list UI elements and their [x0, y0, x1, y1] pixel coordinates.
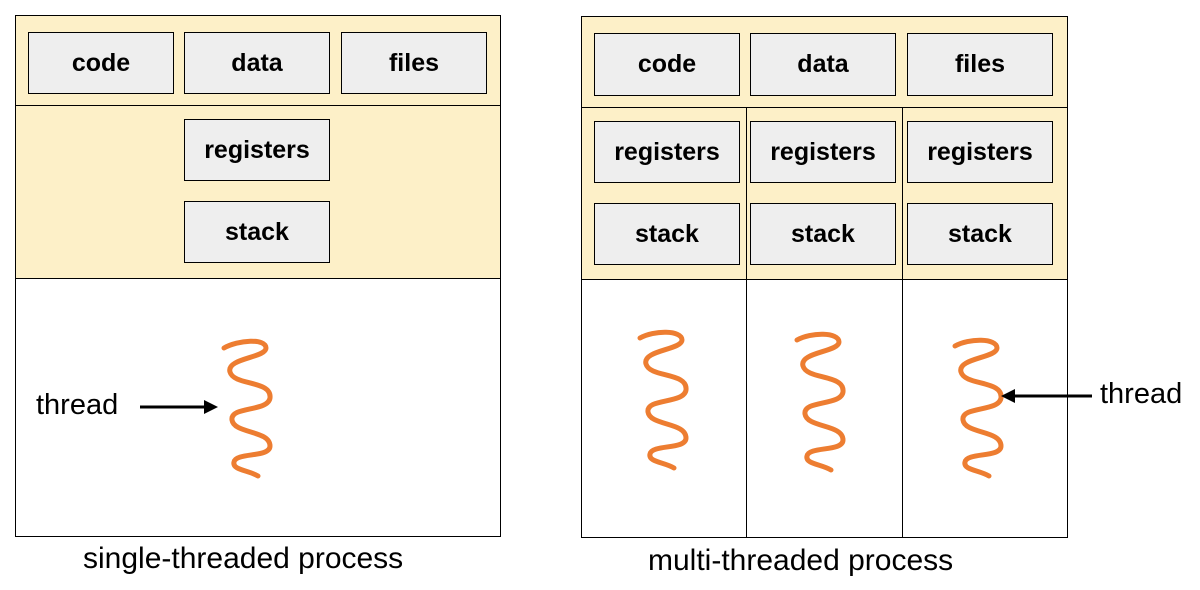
multi-divider-2 — [902, 107, 903, 538]
multi-stack-box-2: stack — [750, 203, 896, 265]
thread-squiggle-icon — [637, 329, 689, 471]
multi-stack-box-1: stack — [594, 203, 740, 265]
multi-caption: multi-threaded process — [648, 544, 954, 577]
multi-registers-box-1: registers — [594, 121, 740, 183]
single-data-box: data — [184, 32, 330, 94]
multi-data-box: data — [750, 33, 896, 96]
single-stack-box: stack — [184, 201, 330, 263]
single-thread-arrow-icon — [140, 400, 218, 414]
multi-thread-label: thread — [1100, 378, 1183, 410]
multi-divider-1 — [746, 107, 747, 538]
single-files-box: files — [341, 32, 487, 94]
single-caption: single-threaded process — [83, 542, 404, 575]
thread-squiggle-icon — [794, 331, 846, 473]
multi-code-box: code — [594, 33, 740, 96]
multi-thread-arrow-icon — [1001, 389, 1092, 403]
thread-squiggle-icon — [221, 338, 273, 479]
single-registers-box: registers — [184, 119, 330, 181]
multi-stack-box-3: stack — [907, 203, 1053, 265]
thread-squiggle-icon — [952, 337, 1004, 479]
multi-registers-box-2: registers — [750, 121, 896, 183]
multi-thread-area — [581, 279, 1068, 538]
multi-registers-box-3: registers — [907, 121, 1053, 183]
single-thread-label: thread — [36, 389, 119, 421]
single-code-box: code — [28, 32, 174, 94]
multi-files-box: files — [907, 33, 1053, 96]
